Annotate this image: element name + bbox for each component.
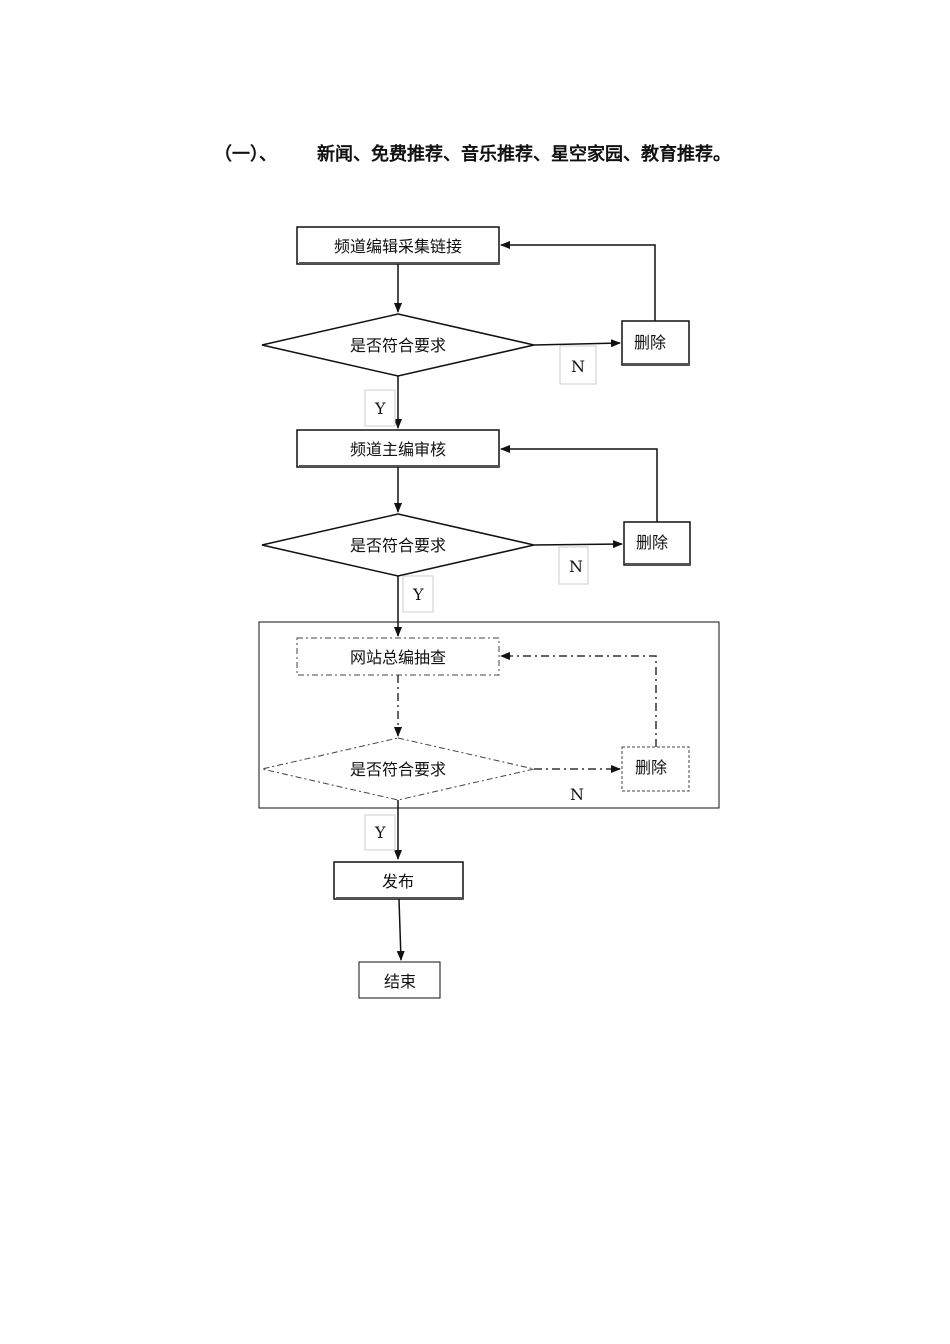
page-heading: （一）、 新闻、免费推荐、音乐推荐、星空家园、教育推荐。	[214, 140, 731, 166]
spot-check-region	[258, 621, 720, 809]
label-no1-text: N	[571, 357, 585, 376]
label-yes1: Y	[364, 389, 396, 427]
node-end: 结束	[358, 961, 441, 999]
label-no2: N	[558, 546, 589, 585]
node-end-label: 结束	[384, 972, 416, 991]
node-publish-label: 发布	[382, 872, 414, 891]
decision-check3-label: 是否符合要求	[350, 760, 446, 779]
node-delete2: 删除	[623, 521, 691, 566]
node-review-label: 频道主编审核	[350, 440, 446, 459]
node-review: 频道主编审核	[296, 429, 500, 468]
edge-delete3-spot	[500, 652, 657, 747]
edge-delete1-collect	[500, 241, 656, 321]
node-delete1: 删除	[621, 320, 690, 366]
heading-text: 新闻、免费推荐、音乐推荐、星空家园、教育推荐。	[317, 144, 731, 165]
label-no1: N	[559, 345, 597, 385]
label-yes1-text: Y	[374, 399, 386, 418]
heading-number: （一）、	[214, 144, 277, 165]
node-collect: 频道编辑采集链接	[296, 226, 500, 265]
decision-check3: 是否符合要求	[261, 737, 535, 801]
edge-publish-end	[396, 898, 405, 961]
node-publish: 发布	[333, 861, 464, 900]
node-spot-label: 网站总编抽查	[350, 648, 446, 667]
edge-check2-delete2	[533, 540, 623, 549]
label-no2-text: N	[569, 557, 583, 576]
node-delete3-label: 删除	[635, 758, 667, 777]
edge-delete2-review	[500, 445, 658, 522]
label-yes2-text: Y	[412, 585, 424, 604]
label-yes3-text: Y	[374, 823, 386, 842]
node-delete2-label: 删除	[636, 533, 668, 552]
decision-check1: 是否符合要求	[261, 313, 535, 377]
node-collect-label: 频道编辑采集链接	[334, 237, 462, 256]
node-spot: 网站总编抽查	[296, 637, 500, 676]
decision-check1-label: 是否符合要求	[350, 336, 446, 355]
label-yes3: Y	[364, 814, 396, 851]
node-delete1-label: 删除	[634, 333, 666, 352]
decision-check2-label: 是否符合要求	[350, 536, 446, 555]
label-yes2: Y	[402, 575, 434, 613]
edge-check1-delete1	[533, 339, 621, 348]
decision-check2: 是否符合要求	[261, 513, 535, 577]
node-delete3: 删除	[621, 746, 690, 792]
label-no3-text: N	[570, 785, 584, 804]
